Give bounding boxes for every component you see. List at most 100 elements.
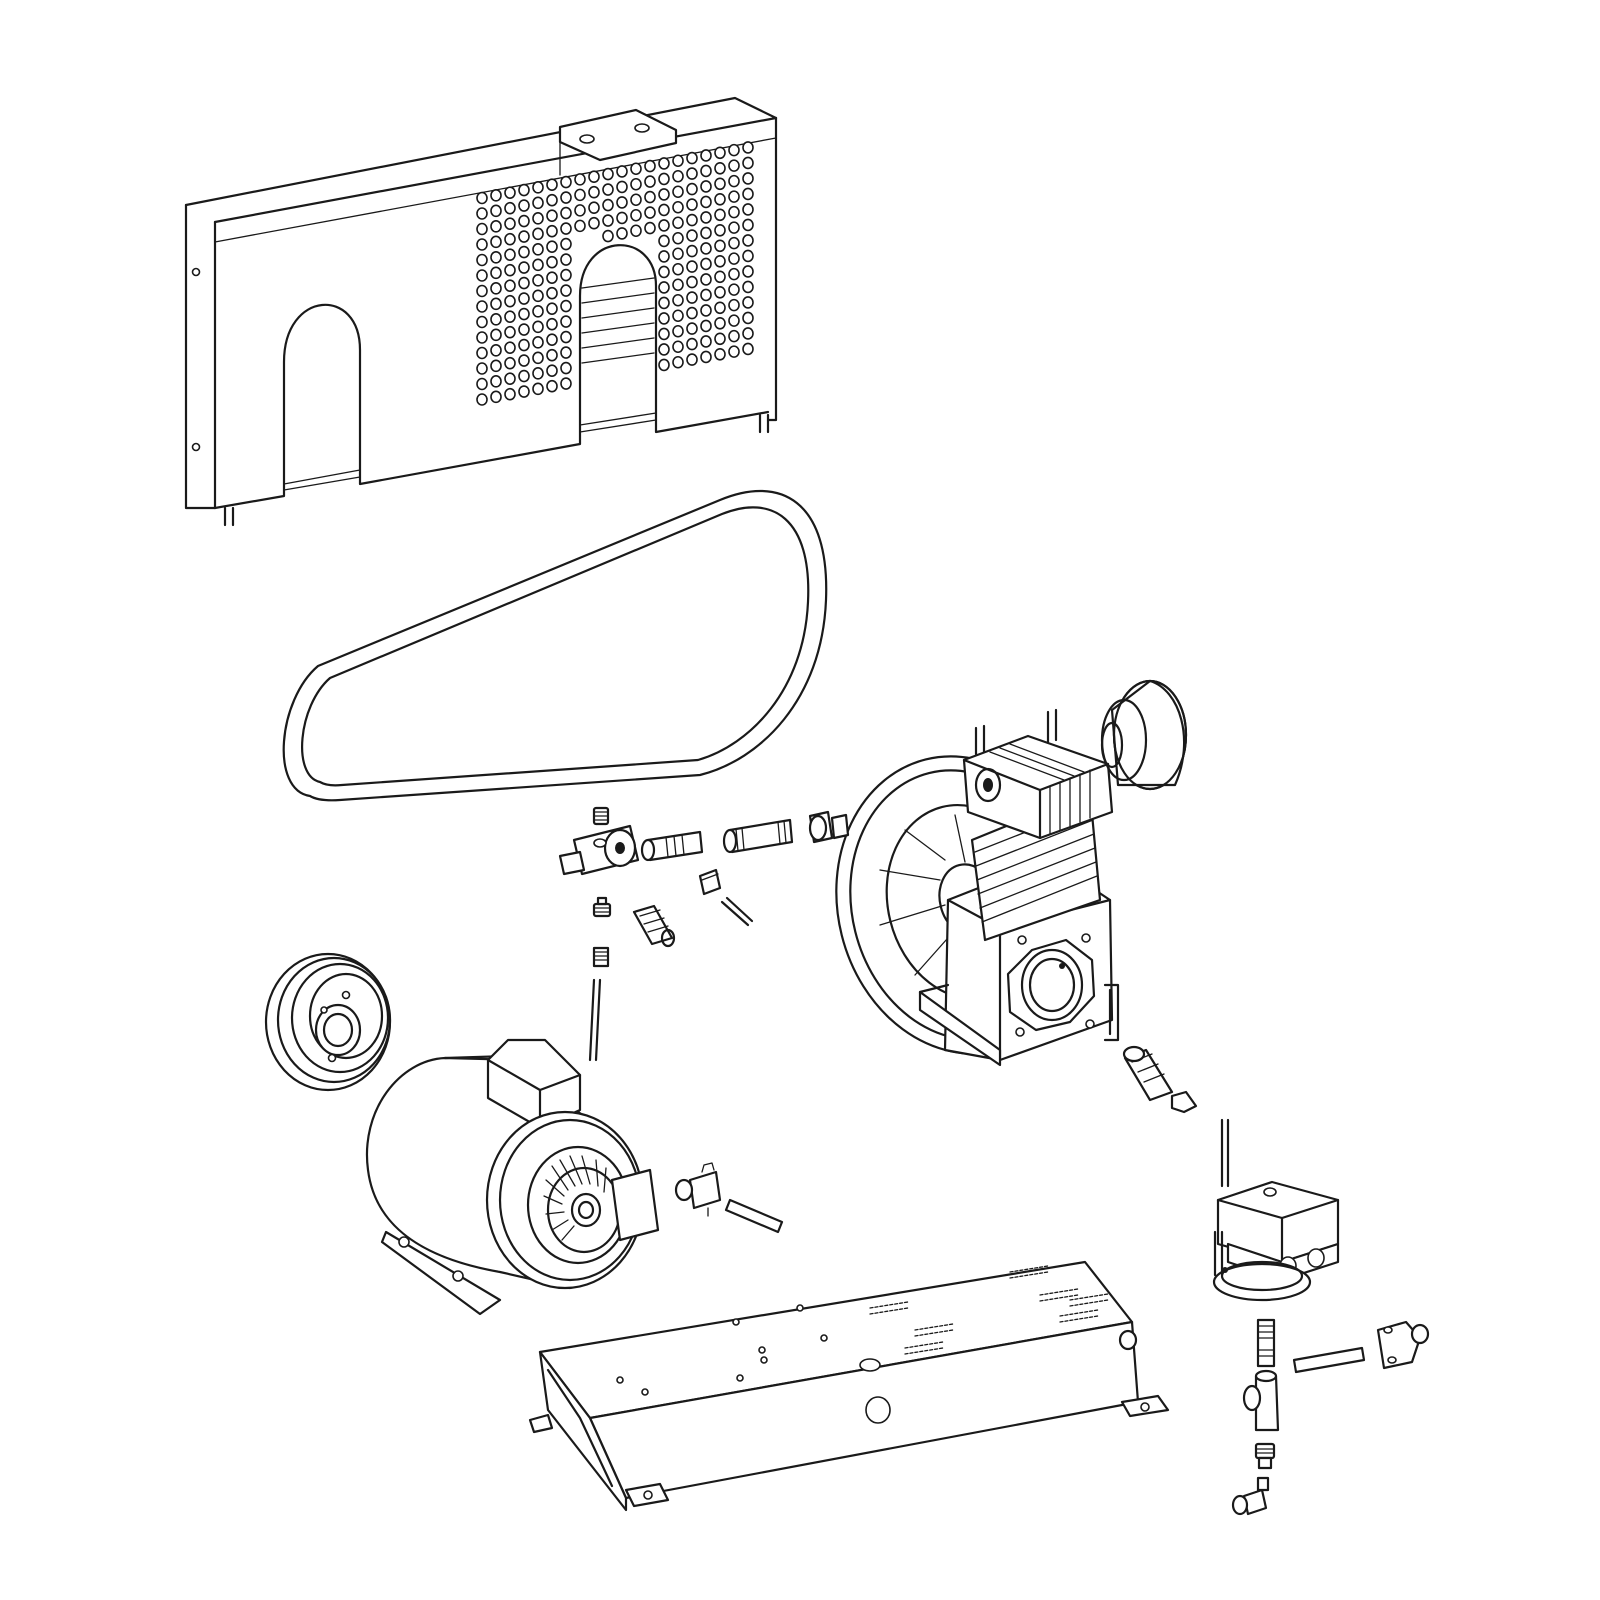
perforation-hole [504,325,516,339]
perforation-hole [602,198,614,212]
perforation-hole [518,354,530,367]
perforation-hole [490,344,502,357]
perforation-hole [588,170,600,184]
perforation-hole [476,377,488,391]
perforation-hole [490,266,502,280]
perforation-hole [714,146,726,160]
perforation-hole [588,216,600,230]
perforation-hole [630,193,642,207]
perforation-hole [700,149,712,162]
perforation-hole [714,254,726,268]
perforation-hole [546,348,558,362]
base-slot [1059,1315,1099,1323]
perforation-hole [504,217,516,230]
perforation-hole [560,253,572,266]
perforation-hole [532,305,544,318]
perforation-hole [630,162,642,176]
perforation-hole [518,369,530,383]
perforation-hole [560,191,572,204]
perforation-hole [490,313,502,326]
perforation-hole [672,278,684,292]
perforation-hole [728,267,740,281]
perforation-hole [546,240,558,253]
perforation-hole [490,282,502,295]
perforation-hole [476,284,488,298]
perforation-hole [728,345,740,358]
perforation-hole [672,324,684,338]
perforation-hole [518,292,530,305]
perforation-hole [644,175,656,188]
perforation-hole [560,175,572,189]
perforation-hole [504,232,516,246]
perforation-hole [644,206,656,219]
perforation-hole [700,288,712,302]
perforation-hole [476,191,488,205]
perforation-hole [728,329,740,343]
perforation-hole [700,257,712,271]
perforation-hole [742,249,754,263]
base-slot [904,1347,944,1355]
perforation-hole [658,219,670,232]
perforation-hole [700,195,712,209]
perforation-hole [532,227,544,241]
perforation-hole [714,239,726,253]
perforation-hole [532,351,544,365]
perforation-hole [616,227,628,240]
perforation-hole [602,167,614,181]
perforation-hole [504,341,516,354]
perforation-hole [532,320,544,334]
perforation-hole [700,319,712,333]
perforation-hole [686,182,698,196]
perforation-hole [532,336,544,349]
perforation-hole [728,236,740,250]
perforation-hole [560,315,572,328]
perforation-hole [560,268,572,282]
perforation-hole [644,221,656,235]
perforation-hole [742,296,754,309]
perforation-hole [672,262,684,276]
perforation-hole [672,231,684,245]
perforation-hole [672,247,684,261]
perforation-hole [658,157,670,170]
perforation-hole [504,201,516,215]
perforation-hole [728,174,740,188]
belt-guard [184,96,778,527]
perforation-hole [728,159,740,172]
perforation-hole [546,255,558,269]
perforation-hole [518,261,530,274]
perforation-hole [714,161,726,175]
perforation-hole [546,178,558,191]
base-slot [1009,1271,1049,1279]
base-slots [869,1265,1109,1355]
perforation-hole [532,196,544,210]
discharge-fittings [558,806,850,1234]
perforation-hole [700,164,712,178]
perforation-hole [476,331,488,344]
perforation-hole [658,312,670,325]
perforation-hole [686,198,698,211]
drive-belt [282,490,828,802]
base-slot [869,1307,909,1315]
perforation-hole [560,206,572,220]
base-slot [1069,1293,1109,1301]
perforation-hole [588,185,600,199]
perforation-hole [672,355,684,369]
perforation-hole [560,237,572,251]
perforation-hole [658,296,670,310]
perforation-hole [518,323,530,336]
perforation-hole [672,200,684,214]
perforation-hole [700,242,712,255]
perforation-hole [742,172,754,185]
perforation-hole [658,358,670,372]
perforation-hole [700,273,712,286]
perforation-hole [546,333,558,347]
perforation-hole [476,269,488,282]
perforation-hole [504,310,516,323]
perforation-hole [672,293,684,307]
perforation-hole [644,190,656,204]
motor-pulley [264,952,392,1092]
base-slot [869,1301,909,1309]
perforation-hole [574,188,586,202]
perforation-hole [532,289,544,303]
